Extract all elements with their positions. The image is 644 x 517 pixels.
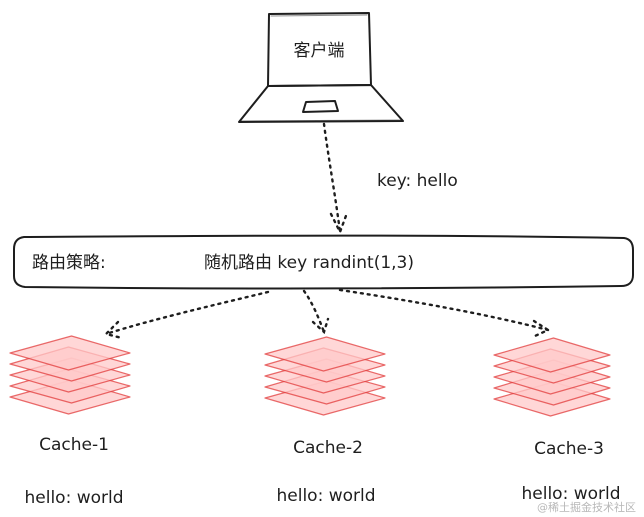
cache-layer [493,337,611,373]
client-laptop-icon [238,12,404,123]
cache-1-value: hello: world [24,488,123,508]
router-rule: 随机路由 key randint(1,3) [204,253,414,273]
cache-2-name: Cache-2 [293,438,363,458]
cache-3-stack-icon [493,337,611,417]
cache-3-value: hello: world [521,484,620,504]
route-arrow-cache-1 [103,290,270,340]
cache-layer [264,336,386,372]
router-box [13,234,634,290]
watermark: @稀土掘金技术社区 [537,500,636,514]
cache-3-name: Cache-3 [534,439,604,459]
request-key-label: key: hello [377,171,458,191]
cache-2-stack-icon [264,336,386,416]
cache-1-name: Cache-1 [39,435,109,455]
cache-2-value: hello: world [276,486,375,506]
client-label: 客户端 [294,41,345,61]
cache-layer [9,335,131,371]
route-arrow-cache-2 [302,289,330,335]
request-arrow [322,122,349,236]
cache-1-stack-icon [9,335,131,415]
router-title: 路由策略: [32,253,106,273]
route-arrow-cache-3 [338,288,551,338]
